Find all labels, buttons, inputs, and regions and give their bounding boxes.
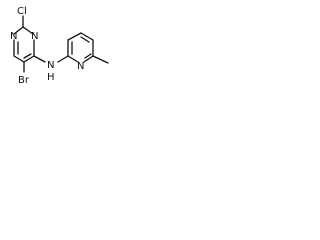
atom-label-n-pyrimidine-bottom: N xyxy=(10,31,17,42)
atom-label-h-amine: H xyxy=(47,72,55,83)
atom-label-n-pyridine: N xyxy=(77,61,84,72)
atom-label-br: Br xyxy=(18,75,30,86)
bond-c5-c4-inner xyxy=(23,53,32,59)
bond-c2-n3 xyxy=(22,26,34,35)
bond-pyr-c5-c4 xyxy=(80,32,94,41)
atom-label-cl: Cl xyxy=(17,6,27,17)
bond-c5-c4 xyxy=(23,55,35,63)
bond-pyr-c2-n xyxy=(67,55,79,63)
atom-label-n-amine: N xyxy=(47,60,54,71)
chemical-structure-diagram: Cl N N Br N H N xyxy=(10,6,109,86)
bond-pyr-c6-methyl xyxy=(92,55,109,64)
bond-pyr-n-c6-inner xyxy=(84,53,92,59)
bond-pyr-c5-c4-inner xyxy=(80,36,90,43)
bond-nh-c2-pyridine xyxy=(57,55,69,63)
bond-c2-n1 xyxy=(13,26,24,35)
bond-c6-c5 xyxy=(13,55,25,63)
bond-c4-nh xyxy=(33,55,46,63)
bond-pyr-c4-c3 xyxy=(67,32,82,41)
bond-pyr-n-c6 xyxy=(83,55,94,63)
atom-label-n-pyrimidine-top: N xyxy=(31,31,38,42)
